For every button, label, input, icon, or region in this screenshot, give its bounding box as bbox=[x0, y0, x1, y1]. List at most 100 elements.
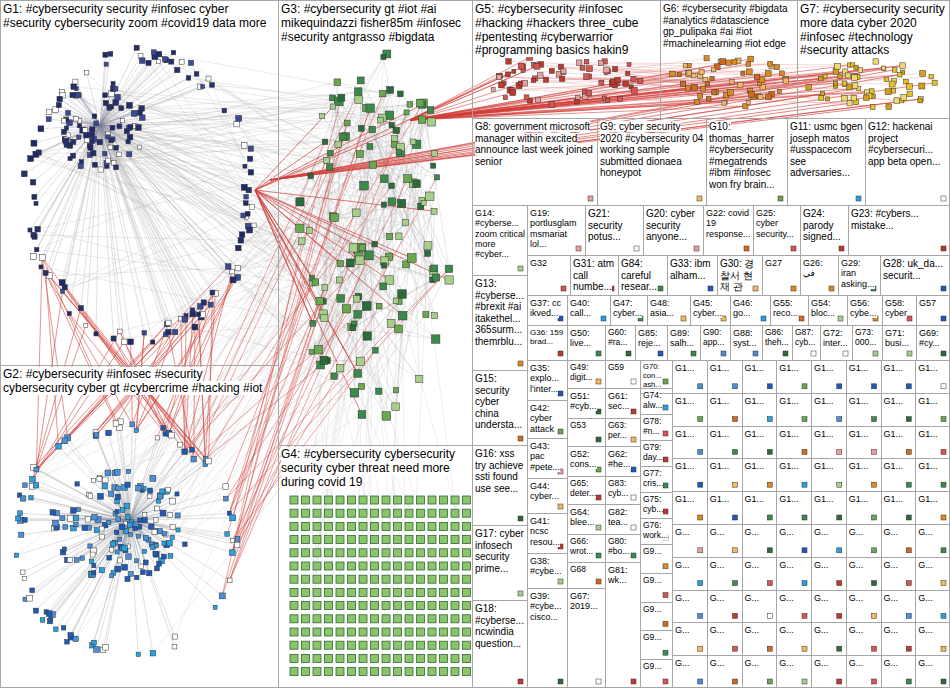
vertex-glyph bbox=[136, 125, 142, 131]
vertex-glyph bbox=[296, 198, 304, 206]
vertex-glyph bbox=[900, 63, 906, 69]
tie-line bbox=[112, 520, 130, 576]
vertex-glyph bbox=[350, 389, 358, 397]
tie-line bbox=[100, 125, 212, 293]
vertex-glyph bbox=[119, 106, 124, 111]
vertex-glyph bbox=[366, 104, 374, 112]
vertex-glyph bbox=[127, 152, 132, 157]
vertex-glyph bbox=[142, 513, 146, 517]
vertex-glyph bbox=[115, 509, 119, 513]
tie-line bbox=[25, 520, 130, 599]
vertex-glyph bbox=[405, 615, 413, 623]
vertex-glyph bbox=[330, 104, 335, 109]
tie-line bbox=[205, 293, 215, 458]
vertex-glyph bbox=[107, 520, 111, 524]
vertex-glyph bbox=[359, 628, 367, 636]
tie-line bbox=[36, 125, 100, 203]
tie-line bbox=[130, 520, 153, 653]
vertex-glyph bbox=[561, 69, 566, 74]
vertex-glyph bbox=[116, 486, 121, 491]
vertex-glyph bbox=[348, 536, 356, 544]
vertex-glyph bbox=[394, 588, 402, 596]
tie-line bbox=[200, 87, 333, 107]
vertex-glyph bbox=[440, 602, 448, 610]
vertex-glyph bbox=[337, 295, 345, 303]
vertex-glyph bbox=[111, 336, 116, 341]
vertex-glyph bbox=[687, 70, 692, 75]
tie-line bbox=[140, 113, 348, 123]
tie-line bbox=[519, 86, 889, 107]
vertex-glyph bbox=[685, 86, 690, 91]
vertex-glyph bbox=[147, 570, 152, 575]
vertex-glyph bbox=[84, 133, 89, 138]
vertex-glyph bbox=[549, 68, 554, 73]
vertex-glyph bbox=[359, 536, 367, 544]
vertex-glyph bbox=[407, 254, 416, 263]
vertex-glyph bbox=[331, 373, 337, 379]
tie-line bbox=[32, 479, 130, 520]
tie-line bbox=[41, 267, 209, 461]
tie-line bbox=[100, 61, 159, 125]
vertex-glyph bbox=[126, 515, 131, 520]
vertex-glyph bbox=[16, 516, 21, 521]
tie-line bbox=[577, 79, 821, 102]
vertex-glyph bbox=[103, 644, 109, 650]
vertex-glyph bbox=[346, 259, 354, 267]
vertex-glyph bbox=[398, 311, 407, 320]
vertex-glyph bbox=[358, 125, 364, 131]
vertex-glyph bbox=[103, 52, 108, 57]
vertex-glyph bbox=[107, 555, 112, 560]
vertex-glyph bbox=[241, 213, 246, 218]
tie-line bbox=[130, 520, 215, 607]
vertex-glyph bbox=[32, 234, 37, 239]
vertex-glyph bbox=[754, 74, 760, 80]
vertex-glyph bbox=[428, 549, 436, 557]
vertex-glyph bbox=[604, 67, 610, 73]
vertex-glyph bbox=[677, 73, 681, 77]
vertex-glyph bbox=[249, 204, 254, 209]
vertex-glyph bbox=[156, 59, 160, 63]
tie-line bbox=[230, 301, 324, 580]
tie-line bbox=[410, 71, 836, 120]
vertex-glyph bbox=[440, 509, 448, 517]
vertex-glyph bbox=[206, 458, 212, 464]
vertex-glyph bbox=[94, 121, 99, 126]
tie-line bbox=[255, 190, 362, 415]
vertex-glyph bbox=[348, 509, 356, 517]
vertex-glyph bbox=[381, 202, 386, 207]
vertex-glyph bbox=[463, 628, 471, 636]
vertex-glyph bbox=[136, 485, 142, 491]
vertex-glyph bbox=[432, 313, 438, 319]
vertex-glyph bbox=[325, 615, 333, 623]
vertex-glyph bbox=[223, 484, 229, 490]
tie-line bbox=[100, 125, 204, 302]
vertex-glyph bbox=[356, 357, 364, 365]
vertex-glyph bbox=[27, 595, 33, 601]
vertex-glyph bbox=[359, 549, 367, 557]
tie-line bbox=[520, 77, 854, 84]
vertex-glyph bbox=[416, 99, 424, 107]
vertex-glyph bbox=[75, 482, 79, 486]
vertex-glyph bbox=[33, 152, 39, 158]
vertex-glyph bbox=[428, 522, 436, 530]
vertex-glyph bbox=[722, 101, 727, 106]
vertex-glyph bbox=[381, 54, 386, 59]
tie-line bbox=[562, 79, 897, 101]
vertex-glyph bbox=[122, 339, 127, 344]
vertex-glyph bbox=[431, 208, 437, 214]
vertex-glyph bbox=[71, 84, 77, 90]
vertex-glyph bbox=[363, 332, 371, 340]
vertex-glyph bbox=[337, 261, 343, 267]
tie-line bbox=[100, 52, 154, 125]
vertex-glyph bbox=[150, 650, 156, 656]
vertex-glyph bbox=[114, 145, 119, 150]
vertex-glyph bbox=[234, 121, 240, 127]
vertex-glyph bbox=[700, 86, 705, 91]
vertex-glyph bbox=[245, 211, 250, 216]
vertex-glyph bbox=[302, 628, 310, 636]
vertex-glyph bbox=[463, 536, 471, 544]
vertex-glyph bbox=[440, 562, 448, 570]
vertex-glyph bbox=[113, 421, 119, 427]
tie-line bbox=[93, 520, 130, 574]
tie-line bbox=[30, 125, 100, 230]
